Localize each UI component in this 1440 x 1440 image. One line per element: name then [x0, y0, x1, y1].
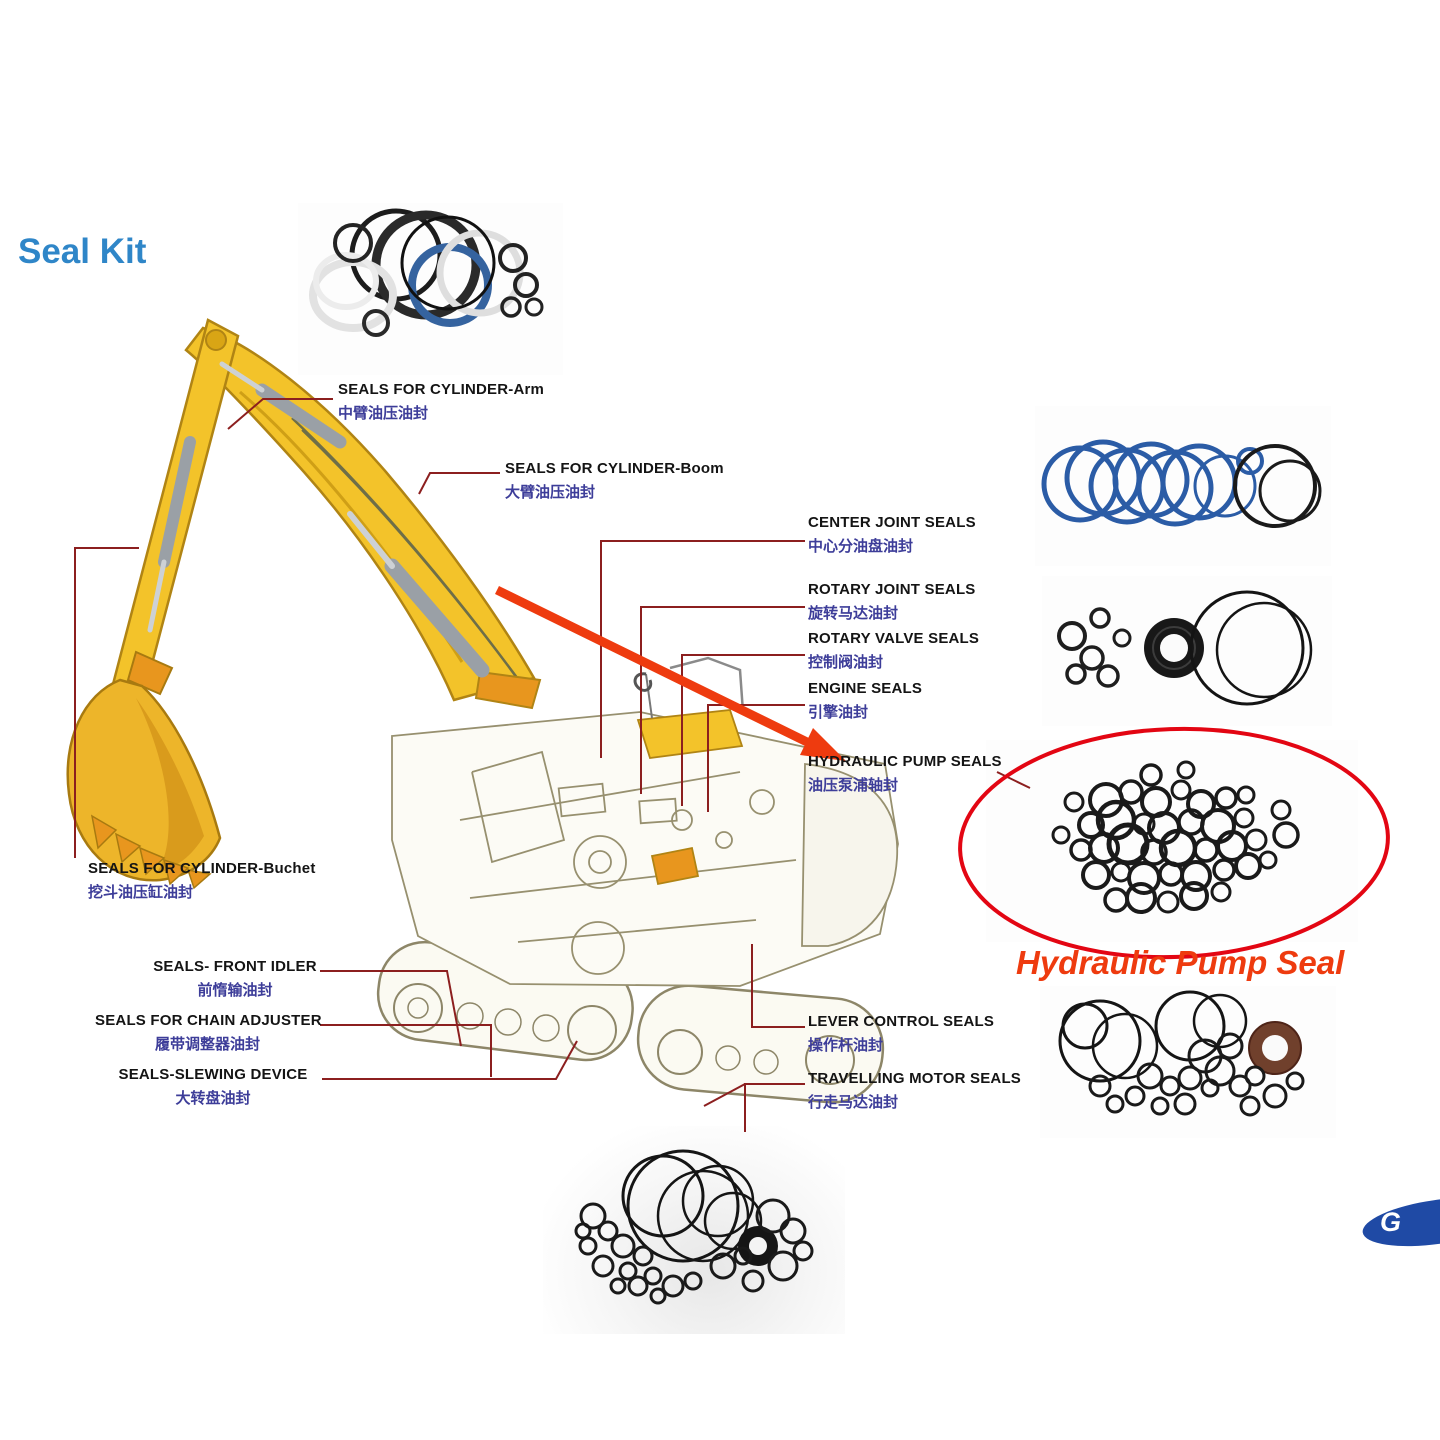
label-en: CENTER JOINT SEALS — [808, 514, 976, 531]
seal-photo-cylinder-arm — [298, 203, 563, 375]
seal-photo-center-joint — [1035, 406, 1331, 566]
label-zh: 前惰输油封 — [197, 982, 273, 999]
label-en: SEALS-SLEWING DEVICE — [118, 1066, 308, 1083]
label-zh: 挖斗油压缸油封 — [88, 884, 194, 901]
label-en: ROTARY VALVE SEALS — [808, 630, 980, 647]
label-seals-chain-adjuster: SEALS FOR CHAIN ADJUSTER 履带调整器油封 — [95, 1012, 322, 1054]
label-seals-slewing-device: SEALS-SLEWING DEVICE 大转盘油封 — [108, 1066, 318, 1108]
label-rotary-joint-seals: ROTARY JOINT SEALS 旋转马达油封 — [808, 581, 976, 623]
label-seals-cylinder-arm: SEALS FOR CYLINDER-Arm 中臂油压油封 — [338, 381, 544, 423]
excavator-bucket — [66, 650, 222, 890]
partial-logo: G — [1358, 1189, 1440, 1255]
page-title: Seal Kit — [18, 232, 147, 271]
label-en: SEALS FOR CHAIN ADJUSTER — [95, 1012, 322, 1029]
label-zh: 油压泵浦轴封 — [808, 777, 899, 794]
seal-photo-lever-control — [1040, 986, 1336, 1138]
hydraulic-pump-seal-callout: Hydraulic Pump Seal — [1016, 944, 1345, 981]
label-en: SEALS FOR CYLINDER-Buchet — [88, 860, 316, 877]
label-hydraulic-pump-seals: HYDRAULIC PUMP SEALS 油压泵浦轴封 — [808, 753, 1002, 795]
label-en: LEVER CONTROL SEALS — [808, 1013, 995, 1030]
label-en: SEALS FOR CYLINDER-Boom — [505, 460, 724, 477]
label-zh: 旋转马达油封 — [808, 605, 899, 622]
lifting-hook — [633, 672, 653, 692]
label-zh: 中心分油盘油封 — [808, 538, 914, 555]
label-en: ENGINE SEALS — [808, 680, 923, 697]
seal-photo-travelling-motor — [543, 1126, 845, 1334]
label-en: HYDRAULIC PUMP SEALS — [808, 753, 1002, 770]
label-travelling-motor-seals: TRAVELLING MOTOR SEALS 行走马达油封 — [808, 1070, 1021, 1112]
label-zh: 大转盘油封 — [175, 1090, 251, 1107]
label-engine-seals: ENGINE SEALS 引擎油封 — [808, 680, 922, 722]
label-en: TRAVELLING MOTOR SEALS — [808, 1070, 1022, 1087]
label-rotary-valve-seals: ROTARY VALVE SEALS 控制阀油封 — [808, 630, 979, 672]
seal-photo-hydraulic-pump — [986, 740, 1358, 942]
label-en: SEALS FOR CYLINDER-Arm — [338, 381, 545, 398]
label-zh: 引擎油封 — [808, 704, 869, 721]
label-zh: 操作杆油封 — [808, 1037, 884, 1054]
label-lever-control-seals: LEVER CONTROL SEALS 操作杆油封 — [808, 1013, 994, 1055]
seal-photo-rotary-joint — [1042, 576, 1332, 726]
label-zh: 行走马达油封 — [808, 1094, 899, 1111]
label-zh: 控制阀油封 — [808, 654, 884, 671]
label-zh: 履带调整器油封 — [154, 1036, 260, 1053]
label-zh: 大臂油压油封 — [505, 484, 596, 501]
label-seals-cylinder-boom: SEALS FOR CYLINDER-Boom 大臂油压油封 — [505, 460, 724, 502]
logo-letter: G — [1380, 1207, 1402, 1237]
label-seals-front-idler: SEALS- FRONT IDLER 前惰输油封 — [150, 958, 320, 1000]
label-en: ROTARY JOINT SEALS — [808, 581, 976, 598]
label-zh: 中臂油压油封 — [338, 405, 429, 422]
label-en: SEALS- FRONT IDLER — [153, 958, 317, 975]
label-seals-cylinder-bucket: SEALS FOR CYLINDER-Buchet 挖斗油压缸油封 — [88, 860, 316, 902]
label-center-joint-seals: CENTER JOINT SEALS 中心分油盘油封 — [808, 514, 976, 556]
